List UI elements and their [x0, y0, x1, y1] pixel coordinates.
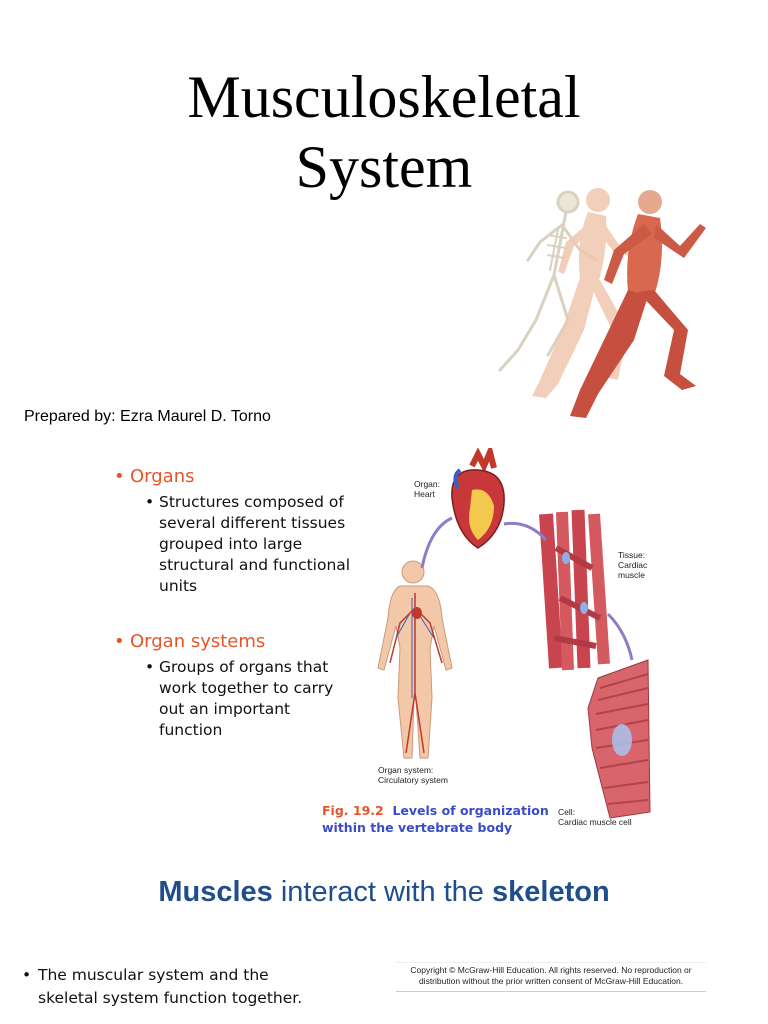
running-anatomy-illustration: [498, 188, 706, 418]
organ-label: Organ:Heart: [414, 479, 440, 499]
sub-line: Groups of organs that: [159, 658, 329, 676]
arrow-icon: [606, 612, 634, 661]
slide-3-title: Muscles interact with the skeleton: [158, 876, 610, 908]
sub-line: grouped into large: [159, 535, 303, 553]
sub-line: structural and functional: [159, 556, 351, 574]
organ-system-label: Organ system:Circulatory system: [378, 765, 448, 785]
human-body-illustration: [377, 560, 453, 759]
cardiac-tissue-illustration: [539, 509, 610, 671]
sub-line: out an important: [159, 700, 291, 718]
organization-levels-figure: [377, 448, 651, 819]
caption-fig-number: Fig. 19.2: [322, 803, 384, 818]
figure-caption: Fig. 19.2 Levels of organization within …: [322, 803, 549, 835]
sub-line: several different tissues: [159, 514, 346, 532]
slide-title: Musculoskeletal System: [0, 62, 768, 202]
sub-line: Structures composed of: [159, 493, 344, 511]
title-line-2: System: [295, 134, 473, 200]
heart-illustration: [451, 448, 505, 549]
arrow-icon: [420, 516, 453, 569]
bullet-heading: Organs: [130, 466, 195, 487]
muscle-figure: [570, 190, 706, 418]
sub-line: units: [159, 577, 198, 595]
cardiac-cell-illustration: [587, 659, 651, 819]
bullet-organ-systems: •Organ systems • Groups of organs that w…: [114, 631, 334, 739]
sub-line: work together to carry: [159, 679, 334, 697]
title-line-1: Musculoskeletal: [187, 64, 581, 130]
copyright-notice: Copyright © McGraw-Hill Education. All r…: [396, 962, 706, 992]
arrow-icon: [503, 521, 548, 542]
bullet-organs: •Organs • Structures composed of several…: [114, 466, 351, 595]
bullet-heading: Organ systems: [130, 631, 266, 652]
prepared-by-text: Prepared by: Ezra Maurel D. Torno: [24, 408, 271, 425]
slide-3-bullet: • The muscular system and the skeletal s…: [22, 966, 303, 1007]
sub-line: function: [159, 721, 223, 739]
cell-label: Cell:Cardiac muscle cell: [558, 807, 632, 827]
